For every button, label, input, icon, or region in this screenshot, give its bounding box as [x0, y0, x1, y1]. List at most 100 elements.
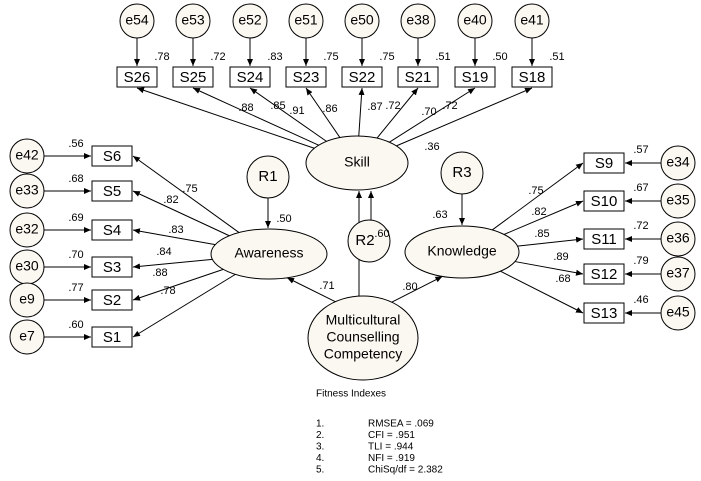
- item-label: S21: [405, 69, 432, 86]
- latent-mcc-label: Multicultural: [326, 312, 401, 328]
- error-label: e41: [520, 12, 544, 28]
- error-label: e36: [666, 230, 690, 246]
- loading-arrow: [249, 87, 327, 142]
- error-label: e30: [15, 258, 39, 274]
- item-S9: [583, 152, 625, 174]
- item-S3: [91, 256, 133, 278]
- latent-knowledge: [404, 225, 520, 279]
- fit-value: TLI = .944: [368, 442, 414, 453]
- error-e37: [660, 256, 696, 292]
- loading-label: .86: [322, 103, 337, 115]
- error-label: e40: [463, 12, 487, 28]
- loading-label: .82: [163, 194, 178, 206]
- fit-num: 4.: [316, 453, 324, 464]
- loading-arrow: [491, 162, 584, 231]
- r2-label: .83: [267, 51, 282, 63]
- error-label: e35: [666, 192, 690, 208]
- item-S22: [341, 66, 383, 88]
- error-e52: [232, 3, 268, 39]
- item-S4: [91, 219, 133, 241]
- error-e33: [9, 173, 45, 209]
- error-e54: [119, 3, 155, 39]
- item-label: S4: [103, 222, 121, 239]
- r2-label: .57: [633, 144, 648, 156]
- error-label: e45: [666, 304, 690, 320]
- r2-label: .50: [492, 51, 507, 63]
- item-label: S22: [349, 69, 376, 86]
- loading-arrow: [132, 273, 236, 338]
- latent-awareness-label: Awareness: [234, 245, 303, 261]
- loading-arrow: [503, 200, 584, 235]
- diagram-labels: .78.72.83.75.75.51.50.51.88.85.91.86.87.…: [68, 51, 648, 476]
- coef-skill-extra: .36: [424, 141, 439, 153]
- loading-label: .83: [168, 224, 183, 236]
- error-e7: [9, 319, 45, 355]
- item-S2: [91, 289, 133, 311]
- latent-skill-label: Skill: [344, 154, 370, 170]
- r2-label: .72: [210, 51, 225, 63]
- latent-awareness: [210, 228, 328, 280]
- loading-arrow: [136, 87, 315, 149]
- residual-r2-label: R2: [355, 232, 374, 249]
- loading-arrow: [514, 261, 584, 276]
- item-label: S19: [462, 69, 489, 86]
- item-label: S26: [124, 69, 151, 86]
- error-e50: [344, 3, 380, 39]
- item-label: S1: [103, 329, 121, 346]
- item-S25: [172, 66, 214, 88]
- loading-arrow: [358, 87, 365, 137]
- item-label: S9: [595, 155, 613, 172]
- item-S11: [583, 228, 625, 250]
- error-e9: [9, 282, 45, 318]
- r2-label: .46: [633, 294, 648, 306]
- residual-r1-label: R1: [258, 168, 277, 185]
- r2-label: .56: [68, 138, 83, 150]
- latent-mcc: [307, 295, 419, 381]
- item-label: S12: [591, 266, 618, 283]
- loading-label: .87: [367, 101, 382, 113]
- item-label: S13: [591, 305, 618, 322]
- loading-label: .88: [152, 267, 167, 279]
- loading-arrow: [132, 268, 224, 301]
- loading-label: .85: [270, 100, 285, 112]
- fit-num: 1.: [316, 419, 324, 430]
- fit-title: Fitness Indexes: [316, 389, 386, 400]
- r2-label: .70: [68, 249, 83, 261]
- r2-label: .68: [68, 173, 83, 185]
- error-label: e32: [15, 221, 39, 237]
- loading-label: .84: [156, 246, 171, 258]
- loading-arrow: [517, 236, 584, 247]
- loading-arrow: [132, 190, 230, 237]
- item-S26: [116, 66, 158, 88]
- path-arrows: [44, 38, 661, 340]
- loading-arrow: [396, 87, 533, 147]
- fit-value: NFI = .919: [368, 453, 415, 464]
- loading-label: .70: [421, 106, 436, 118]
- residual-r1: [246, 155, 290, 199]
- item-S19: [454, 66, 496, 88]
- error-e40: [457, 3, 493, 39]
- r2-label: .79: [633, 255, 648, 267]
- error-label: e7: [19, 328, 35, 344]
- path-mcc-awareness: [286, 277, 336, 303]
- r2-label: .51: [435, 51, 450, 63]
- loading-arrow: [305, 87, 341, 138]
- error-e32: [9, 212, 45, 248]
- error-label: e53: [181, 12, 205, 28]
- r2-label: .60: [68, 319, 83, 331]
- item-label: S23: [293, 69, 320, 86]
- loading-label: .68: [555, 273, 570, 285]
- error-e51: [288, 3, 324, 39]
- item-label: S18: [519, 69, 546, 86]
- item-label: S6: [103, 148, 121, 165]
- loading-label: .88: [238, 102, 253, 114]
- error-label: e54: [125, 12, 149, 28]
- error-label: e37: [666, 265, 690, 281]
- loading-label: .75: [528, 185, 543, 197]
- latent-mcc-label: Counselling: [326, 329, 399, 345]
- fit-value: CFI = .951: [368, 430, 415, 441]
- error-e53: [175, 3, 211, 39]
- item-label: S2: [103, 292, 121, 309]
